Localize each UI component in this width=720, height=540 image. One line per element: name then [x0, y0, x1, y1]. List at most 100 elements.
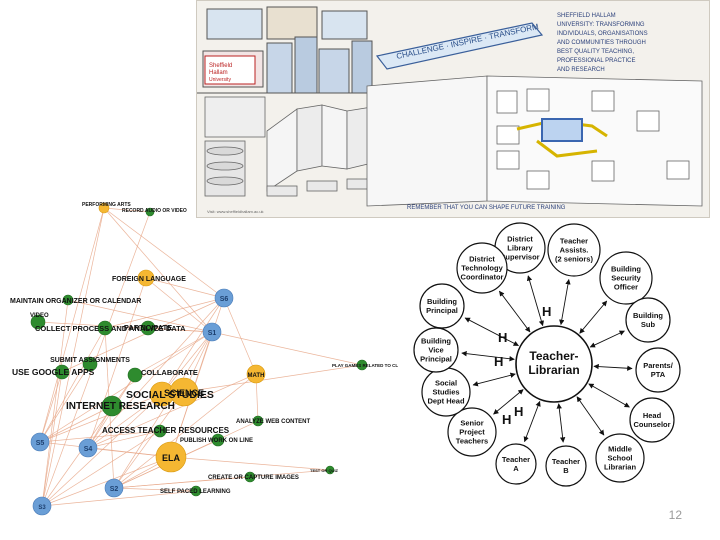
role-arrow — [464, 317, 519, 347]
node-label-s3: S3 — [38, 505, 46, 511]
svg-text:Hallam: Hallam — [209, 70, 228, 76]
svg-text:UNIVERSITY: TRANSFORMING: UNIVERSITY: TRANSFORMING — [557, 22, 645, 28]
h-mark: H — [494, 354, 503, 369]
h-mark: H — [502, 412, 511, 427]
node-label-social-studies: SOCIAL STUDIES — [126, 389, 214, 401]
page-number: 12 — [668, 508, 682, 522]
node-s4 — [78, 438, 98, 458]
role-label: Sub — [641, 320, 656, 329]
node-foreign-language — [137, 269, 155, 287]
role-circle — [635, 347, 681, 393]
svg-text:Sheffield: Sheffield — [209, 63, 232, 69]
network-edge — [41, 393, 163, 507]
role-label: PTA — [651, 370, 666, 379]
h-mark: H — [514, 404, 523, 419]
h-mark: H — [498, 330, 507, 345]
node-label-internet-research: INTERNET RESEARCH — [66, 401, 175, 412]
network-edge — [39, 393, 163, 443]
role-label: Dept Head — [427, 397, 465, 406]
center-label: Teacher- — [529, 349, 578, 363]
node-collect-process — [97, 320, 113, 336]
node-label-math: MATH — [248, 373, 265, 379]
role-label: Studies — [432, 388, 459, 397]
node-label-publish-work: PUBLISH WORK ON LINE — [180, 438, 253, 444]
node-label-s2: S2 — [110, 486, 119, 493]
role-arrow — [472, 372, 516, 387]
network-nodes — [30, 202, 368, 516]
role-label: Security — [611, 274, 641, 283]
network-edges — [37, 207, 363, 507]
svg-text:AND RESEARCH: AND RESEARCH — [557, 67, 605, 73]
node-science — [169, 377, 199, 407]
network-edge — [113, 391, 185, 489]
role-circles: Teacher-LibrarianDistrictLibrarySupervis… — [413, 222, 681, 487]
node-label-collaborate: COLLABORATE — [141, 368, 198, 377]
node-performing-arts — [98, 202, 110, 214]
network-edge — [113, 469, 331, 489]
node-label-analyze-web: ANALYZE WEB CONTENT — [236, 419, 310, 425]
node-label-s1: S1 — [208, 330, 217, 337]
role-arrows — [461, 275, 633, 443]
node-label-maintain-organizer: MAINTAIN ORGANIZER OR CALENDAR — [10, 298, 141, 305]
role-circle — [413, 327, 459, 373]
role-arrow — [523, 400, 541, 443]
network-edge — [223, 297, 257, 375]
node-s3 — [32, 496, 52, 516]
role-arrow — [593, 363, 633, 371]
role-arrow — [556, 403, 566, 443]
node-label-test-or-quiz: TEST OR QUIZ — [310, 468, 339, 473]
network-edge — [161, 297, 225, 395]
network-edge — [113, 373, 257, 489]
node-self-paced — [190, 485, 202, 497]
node-label-science: SCIENCE — [164, 388, 204, 398]
role-arrow — [499, 290, 531, 333]
network-edge — [145, 277, 213, 333]
role-label: Vice — [428, 346, 443, 355]
node-label-ela: ELA — [162, 453, 181, 463]
svg-text:University: University — [209, 77, 231, 83]
role-label: Coordinator — [461, 273, 504, 282]
role-label: District — [507, 235, 533, 244]
role-circle — [595, 433, 645, 483]
node-label-use-google-apps: USE GOOGLE APPS — [12, 367, 95, 377]
network-edge — [41, 456, 172, 507]
node-internet-research — [101, 395, 123, 417]
network-edge — [134, 331, 213, 376]
network-edge — [41, 371, 63, 507]
node-label-s4: S4 — [84, 446, 93, 453]
node-play-games — [356, 359, 368, 371]
node-publish-work — [211, 433, 225, 447]
network-edge — [103, 207, 213, 333]
network-edge — [67, 299, 213, 333]
role-label: District — [469, 255, 495, 264]
role-label: Library — [507, 244, 533, 253]
node-label-performing-arts: PERFORMING ARTS — [82, 202, 131, 208]
role-label: Teacher — [502, 455, 530, 464]
network-edge — [161, 331, 213, 395]
role-circle — [447, 407, 497, 457]
network-edge — [37, 321, 213, 333]
role-circle — [456, 242, 508, 294]
role-label: Social — [435, 379, 457, 388]
role-diagram-svg: Teacher-LibrarianDistrictLibrarySupervis… — [413, 222, 681, 487]
role-label: Principal — [420, 355, 452, 364]
node-access-teacher — [153, 424, 167, 438]
node-s2 — [104, 478, 124, 498]
svg-text:BEST QUALITY TEACHING,: BEST QUALITY TEACHING, — [557, 49, 634, 55]
sketchnote-drawing: Sheffield Hallam University CHALLENGE · … — [197, 6, 703, 214]
sketch-footer: REMEMBER THAT YOU CAN SHAPE FUTURE TRAIN… — [407, 205, 566, 211]
node-label-video: VIDEO — [30, 313, 49, 319]
sheffield-logo: Sheffield Hallam University — [204, 55, 256, 85]
node-participate — [140, 320, 156, 336]
role-circle — [419, 283, 465, 329]
role-label: Teachers — [456, 437, 488, 446]
role-label: Building — [633, 311, 663, 320]
node-ela — [155, 441, 187, 473]
network-edge — [39, 430, 161, 443]
network-edge — [145, 277, 225, 299]
network-edge — [39, 363, 91, 443]
